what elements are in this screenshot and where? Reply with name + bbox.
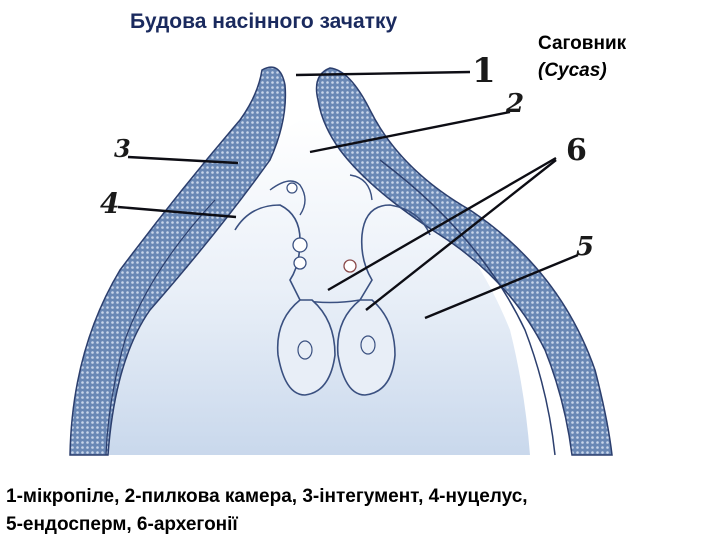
label-number-2: 2	[505, 89, 524, 119]
ovule-diagram: 1 2 3 4 5 6	[69, 51, 613, 456]
pollen-chamber	[234, 204, 431, 304]
caption-line-2: 5-ендосперм, 6-архегонії	[6, 514, 238, 535]
integument-right	[315, 67, 613, 456]
label-number-3: 3	[114, 134, 131, 163]
label-number-4: 4	[100, 187, 119, 220]
integument-left	[69, 66, 287, 456]
caption-legend: 1-мікропіле, 2-пилкова камера, 3-інтегум…	[6, 483, 716, 539]
leader-6b	[365, 159, 557, 311]
label-number-5: 5	[576, 232, 594, 262]
leader-3	[127, 155, 239, 165]
leader-lines	[117, 70, 579, 320]
leader-2	[309, 110, 511, 154]
pollen-grain	[343, 259, 357, 273]
leader-1	[295, 70, 471, 77]
pollen-grain	[292, 237, 308, 253]
pollen-grain	[286, 182, 298, 194]
leader-4	[117, 205, 237, 219]
label-number-6: 6	[566, 133, 587, 168]
archegonium-left	[276, 299, 336, 396]
species-common-name: Саговник	[538, 33, 627, 54]
page-title: Будова насінного зачатку	[130, 10, 398, 33]
leader-5	[424, 253, 579, 320]
archegonium-right	[336, 299, 396, 396]
caption-line-1: 1-мікропіле, 2-пилкова камера, 3-інтегум…	[6, 486, 528, 507]
label-number-1: 1	[472, 51, 496, 91]
species-latin-name: (Cycas)	[538, 60, 607, 81]
leader-6a	[327, 156, 557, 292]
species-label: Саговник (Cycas)	[538, 30, 626, 84]
pollen-grain	[293, 256, 307, 270]
